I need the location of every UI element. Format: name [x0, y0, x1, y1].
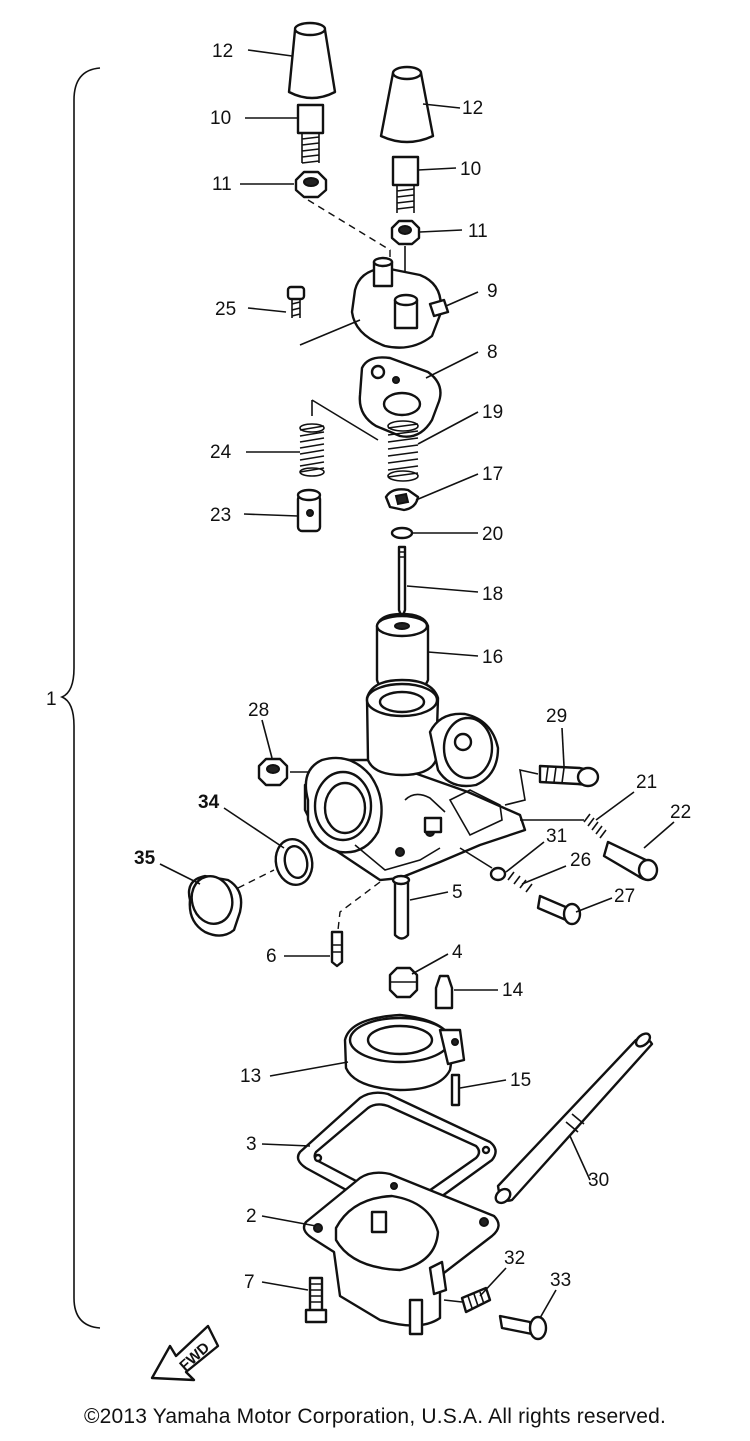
screw-27: [536, 894, 582, 926]
callout-17: 17: [482, 464, 503, 485]
callout-35: 35: [134, 848, 156, 869]
callout-24: 24: [210, 442, 232, 463]
callout-10-right: 10: [460, 159, 481, 180]
callout-20: 20: [482, 524, 503, 545]
callout-labels: 12 12 10 10 11 11 9 25 8 19 24 17 23 20 …: [46, 41, 691, 1293]
callout-29: 29: [546, 706, 567, 727]
callout-4: 4: [452, 942, 463, 963]
callout-34: 34: [198, 792, 220, 813]
callout-26: 26: [570, 850, 591, 871]
callout-18: 18: [482, 584, 503, 605]
callout-1: 1: [46, 689, 57, 710]
clip-20: [390, 526, 414, 540]
overflow-tube-30: [494, 1032, 654, 1205]
cap-35: [187, 874, 243, 937]
leader-lines: [159, 49, 675, 1319]
callout-32: 32: [504, 1248, 525, 1269]
callout-8: 8: [487, 342, 498, 363]
callout-3: 3: [246, 1134, 257, 1155]
screw-33: [498, 1314, 548, 1341]
adjuster-screw-10-right: [391, 155, 420, 213]
spring-26: [507, 871, 533, 893]
callout-11-right: 11: [468, 221, 488, 242]
callout-25: 25: [215, 299, 236, 320]
float-needle-14: [434, 974, 454, 1010]
float-chamber-gasket-3: [296, 1091, 497, 1219]
callout-12-left: 12: [212, 41, 233, 62]
mixing-chamber-top-9: [350, 256, 450, 349]
callout-31: 31: [546, 826, 567, 847]
main-jet-4: [388, 966, 419, 999]
callout-9: 9: [487, 281, 498, 302]
callout-28: 28: [248, 700, 269, 721]
float-13: [343, 1013, 466, 1092]
pilot-screw-29: [538, 764, 600, 788]
callout-30: 30: [588, 1170, 609, 1191]
throttle-valve-16: [375, 612, 430, 694]
callout-14: 14: [502, 980, 524, 1001]
assembly-bracket: [59, 67, 101, 1329]
cap-12-left: [287, 21, 337, 100]
callout-16: 16: [482, 647, 503, 668]
plunger-23: [296, 488, 322, 533]
spring-21: [583, 813, 607, 839]
callout-5: 5: [452, 882, 463, 903]
spring-19: [387, 420, 419, 482]
callout-12-right: 12: [462, 98, 483, 119]
callout-23: 23: [210, 505, 231, 526]
screw-25: [286, 285, 306, 318]
copyright-notice: ©2013 Yamaha Motor Corporation, U.S.A. A…: [83, 1405, 667, 1428]
lock-nut-11-left: [294, 170, 328, 199]
callout-10-left: 10: [210, 108, 231, 129]
main-nozzle-5: [391, 874, 411, 940]
fwd-arrow-icon: FWD: [150, 1324, 220, 1382]
washer-31: [489, 866, 507, 882]
callout-13: 13: [240, 1066, 261, 1087]
callout-33: 33: [550, 1270, 571, 1291]
drain-screw-7: [304, 1276, 328, 1324]
spring-24: [299, 423, 325, 477]
callout-22: 22: [670, 802, 691, 823]
callout-21: 21: [636, 772, 657, 793]
needle-seat-17: [384, 488, 420, 512]
adjuster-screw-10-left: [296, 103, 325, 164]
spring-32: [460, 1286, 492, 1314]
callout-2: 2: [246, 1206, 257, 1227]
pilot-jet-6: [330, 930, 344, 968]
screw-22: [602, 840, 659, 882]
callout-15: 15: [510, 1070, 531, 1091]
callout-11-left: 11: [212, 174, 232, 195]
carburetor-body: [303, 678, 527, 882]
callout-19: 19: [482, 402, 503, 423]
cap-12-right: [379, 65, 435, 144]
nut-28: [257, 757, 289, 787]
callout-27: 27: [614, 886, 635, 907]
float-chamber-2: [302, 1171, 500, 1336]
needle-18: [397, 545, 407, 620]
callout-6: 6: [266, 946, 277, 967]
o-ring-34: [274, 837, 314, 887]
callout-7: 7: [244, 1272, 255, 1293]
float-pin-15: [450, 1073, 461, 1107]
gasket-8: [358, 356, 442, 438]
lock-nut-11-right: [390, 219, 421, 246]
